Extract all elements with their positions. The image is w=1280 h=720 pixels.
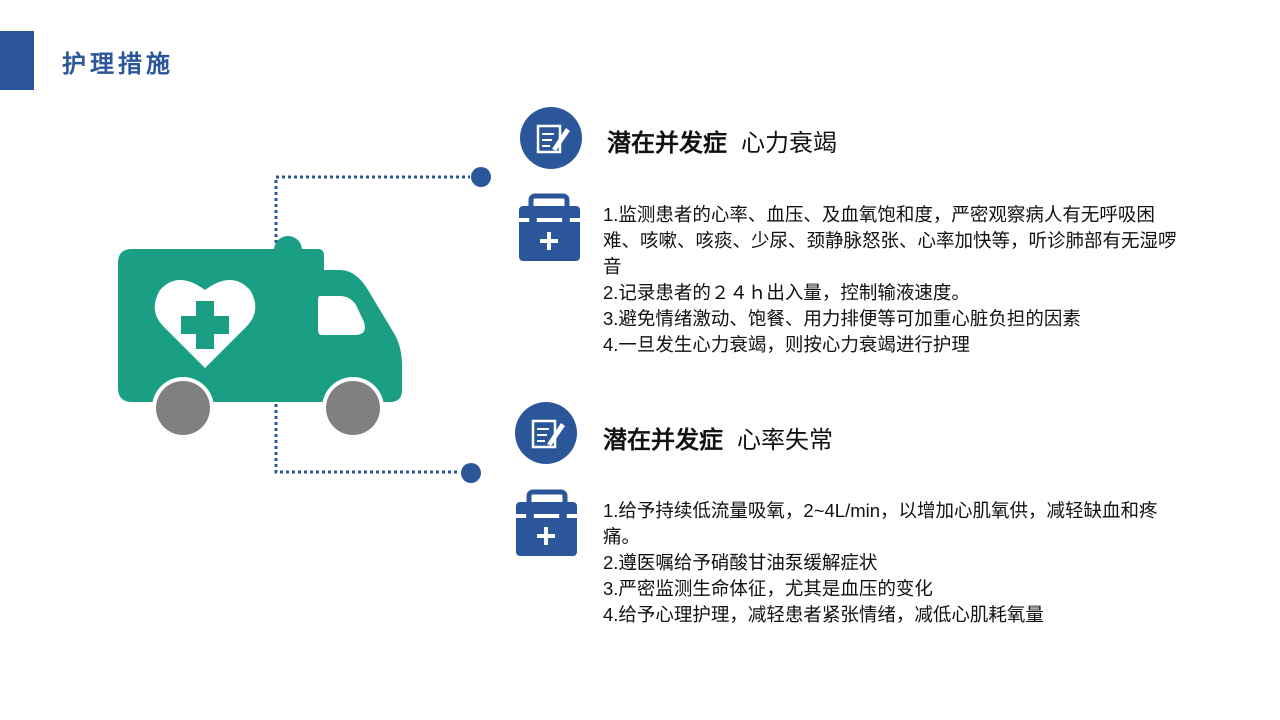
list-item: 2.遵医嘱给予硝酸甘油泵缓解症状 [603, 552, 878, 573]
section-body: 1.给予持续低流量吸氧，2~4L/min，以增加心肌氧供，减轻缺血和疼痛。 2.… [603, 498, 1178, 628]
list-item: 3.避免情绪激动、饱餐、用力排便等可加重心脏负担的因素 [603, 308, 1081, 329]
list-item: 2.记录患者的２４ｈ出入量，控制输液速度。 [603, 282, 970, 303]
medical-kit-icon [516, 489, 577, 556]
connector-lines [274, 167, 491, 483]
heading-topic: 心力衰竭 [741, 130, 837, 157]
heading-topic: 心率失常 [737, 427, 833, 454]
section-body: 1.监测患者的心率、血压、及血氧饱和度，严密观察病人有无呼吸困难、咳嗽、咳痰、少… [603, 202, 1188, 358]
title-accent-bar [0, 31, 34, 90]
list-item: 3.严密监测生命体征，尤其是血压的变化 [603, 578, 933, 599]
notepad-icon [520, 107, 582, 169]
list-item: 1.给予持续低流量吸氧，2~4L/min，以增加心肌氧供，减轻缺血和疼痛。 [603, 500, 1158, 547]
section-heading: 潜在并发症心率失常 [603, 420, 833, 455]
notepad-icon [515, 402, 577, 464]
heading-bold: 潜在并发症 [603, 427, 723, 454]
section-heading: 潜在并发症心力衰竭 [607, 123, 837, 158]
ambulance-icon [118, 236, 402, 439]
page-title: 护理措施 [62, 51, 174, 78]
list-item: 4.一旦发生心力衰竭，则按心力衰竭进行护理 [603, 334, 970, 355]
heading-bold: 潜在并发症 [607, 130, 727, 157]
medical-kit-icon [519, 193, 580, 261]
list-item: 1.监测患者的心率、血压、及血氧饱和度，严密观察病人有无呼吸困难、咳嗽、咳痰、少… [603, 204, 1177, 277]
list-item: 4.给予心理护理，减轻患者紧张情绪，减低心肌耗氧量 [603, 604, 1044, 625]
